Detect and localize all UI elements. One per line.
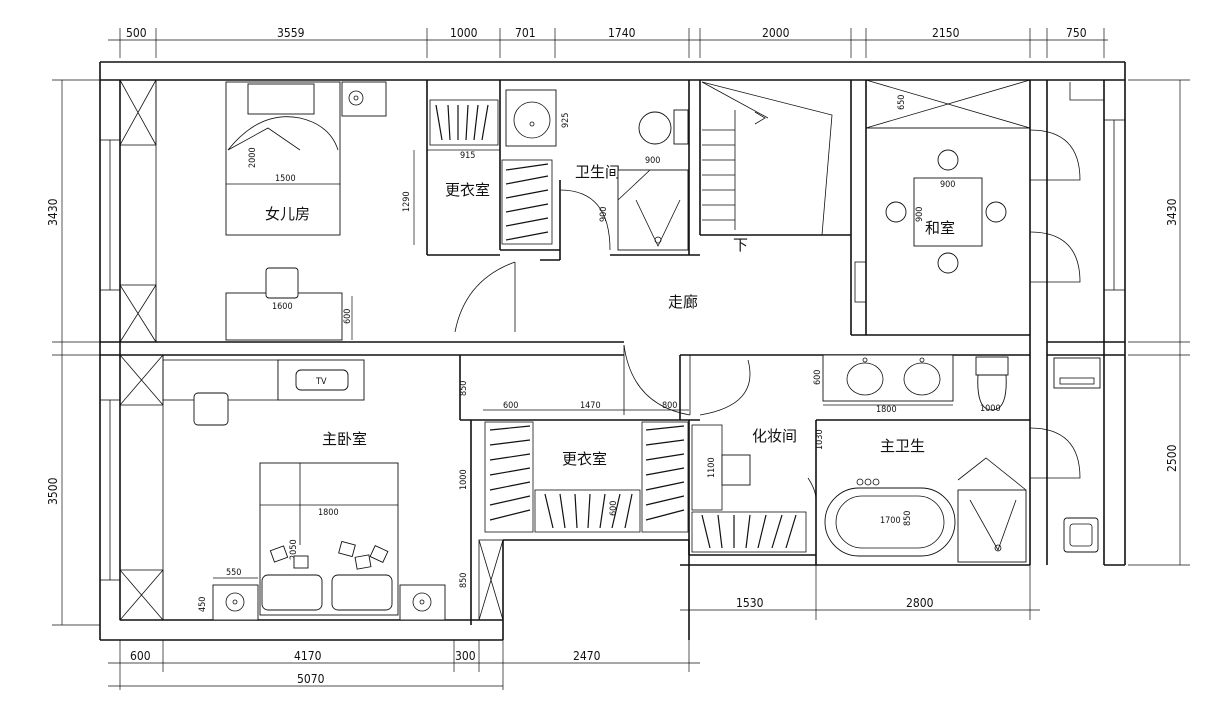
dim-bottom-2: 4170 bbox=[294, 649, 322, 663]
dressing-room: 1100 化妆间 bbox=[691, 424, 817, 553]
corridor: 走廊 bbox=[454, 261, 751, 416]
windows bbox=[99, 119, 1126, 581]
dim-bed2-len: 2050 bbox=[289, 539, 299, 560]
stair-down-label: 下 bbox=[733, 236, 748, 254]
dim-bottom-right-2: 2800 bbox=[906, 596, 934, 610]
dim-tub-len: 1700 bbox=[880, 516, 901, 526]
dim-desk-w: 1600 bbox=[272, 302, 293, 312]
room-bathroom: 卫生间 bbox=[575, 163, 620, 181]
dim-bottom-4: 2470 bbox=[573, 649, 601, 663]
nightstand-daughter bbox=[341, 81, 387, 117]
dim-table-w: 900 bbox=[940, 180, 955, 190]
dim-600: 600 bbox=[503, 401, 518, 411]
dim-top-6: 2000 bbox=[762, 26, 790, 40]
dim-top-1: 500 bbox=[126, 26, 147, 40]
dim-bottom-right-1: 1530 bbox=[736, 596, 764, 610]
desk bbox=[225, 292, 343, 341]
dim-top-2: 3559 bbox=[277, 26, 305, 40]
vanity bbox=[822, 354, 954, 402]
japanese-room: 650 900 900 和室 bbox=[854, 82, 1104, 303]
dim-shower1-w: 900 bbox=[645, 156, 660, 166]
room-corridor: 走廊 bbox=[668, 293, 698, 311]
dim-top-8: 750 bbox=[1066, 26, 1087, 40]
master-bathroom: 600 1800 1000 主卫生 1030 1700 850 bbox=[813, 354, 1101, 563]
room-dressing: 化妆间 bbox=[752, 427, 797, 445]
dim-right-1: 3430 bbox=[1165, 198, 1179, 226]
bathtub bbox=[824, 487, 956, 557]
dim-vanity-len: 1800 bbox=[876, 405, 897, 415]
dim-1470: 1470 bbox=[580, 401, 601, 411]
dim-850b: 850 bbox=[459, 573, 469, 588]
room-closet-1: 更衣室 bbox=[445, 181, 490, 199]
room-closet-2: 更衣室 bbox=[562, 450, 607, 468]
dim-bed2-w: 1800 bbox=[318, 508, 339, 518]
dim-top-5: 1740 bbox=[608, 26, 636, 40]
room-master-bedroom: 主卧室 bbox=[322, 430, 367, 448]
dim-bed1-len: 2000 bbox=[248, 147, 258, 168]
side-dimension-lines: 3430 3500 3430 2500 bbox=[46, 79, 1190, 626]
dim-bottom-1: 600 bbox=[130, 649, 151, 663]
dim-cab-h: 650 bbox=[897, 95, 907, 110]
dim-nightstand: 550 bbox=[226, 568, 241, 578]
shower-2 bbox=[957, 489, 1027, 563]
utility-sink bbox=[1063, 517, 1099, 553]
dim-bottom-3: 300 bbox=[455, 649, 476, 663]
chair-master bbox=[193, 392, 229, 426]
dim-top-4: 701 bbox=[515, 26, 536, 40]
room-daughter: 女儿房 bbox=[265, 205, 310, 223]
dim-450: 450 bbox=[198, 597, 208, 612]
shower-1 bbox=[617, 169, 689, 251]
walkin-closet-2: 850 600 1470 800 1000 600 更衣室 850 bbox=[459, 381, 689, 588]
storage-cabinets bbox=[119, 79, 1031, 621]
dim-tub-w: 850 bbox=[903, 511, 913, 526]
dim-table-h: 900 bbox=[915, 207, 925, 222]
walkin-closet-1: 915 1290 更衣室 bbox=[402, 99, 553, 245]
dim-right-2: 2500 bbox=[1165, 444, 1179, 472]
dim-top-3: 1000 bbox=[450, 26, 478, 40]
dim-850a: 850 bbox=[459, 381, 469, 396]
dim-left-1: 3430 bbox=[46, 198, 60, 226]
daughter-room: 2000 1500 女儿房 1600 600 bbox=[225, 81, 387, 341]
dim-1030: 1030 bbox=[815, 429, 825, 450]
dim-sink1: 925 bbox=[561, 113, 571, 128]
dim-left-2: 3500 bbox=[46, 477, 60, 505]
dim-shower1-h: 900 bbox=[599, 207, 609, 222]
dim-800: 800 bbox=[662, 401, 677, 411]
tv bbox=[295, 369, 349, 391]
staircase: 下 bbox=[701, 81, 833, 254]
dim-desk-h: 600 bbox=[343, 309, 353, 324]
dim-wc: 1000 bbox=[980, 404, 1001, 414]
dim-top-7: 2150 bbox=[932, 26, 960, 40]
bottom-dimension-lines: 600 4170 300 2470 5070 1530 2800 bbox=[108, 565, 1040, 690]
tea-table bbox=[913, 177, 983, 247]
dressing-stool bbox=[721, 454, 751, 486]
dim-vanity-depth: 600 bbox=[813, 370, 823, 385]
room-japanese: 和室 bbox=[925, 219, 955, 237]
dim-600b: 600 bbox=[609, 501, 619, 516]
top-dimension-line: 500 3559 1000 701 1740 2000 2150 750 bbox=[108, 26, 1108, 58]
tv-label: TV bbox=[315, 377, 327, 387]
dim-1100: 1100 bbox=[707, 457, 717, 478]
washer bbox=[1053, 357, 1101, 389]
bathroom: 925 卫生间 900 900 bbox=[505, 89, 689, 251]
room-master-bathroom: 主卫生 bbox=[880, 437, 925, 455]
toilet-2 bbox=[975, 356, 1009, 376]
dim-1000: 1000 bbox=[459, 469, 469, 490]
dim-bottom-total: 5070 bbox=[297, 672, 325, 686]
dim-bed1-w: 1500 bbox=[275, 174, 296, 184]
dim-closet1-w: 915 bbox=[460, 151, 475, 161]
dim-closet1-h: 1290 bbox=[402, 191, 412, 212]
master-bedroom: TV 主卧室 1800 2050 550 450 bbox=[162, 359, 446, 621]
desk-chair bbox=[265, 267, 299, 299]
nightstand-right bbox=[399, 584, 446, 621]
toilet-1 bbox=[638, 111, 672, 145]
nightstand-left bbox=[212, 584, 259, 621]
